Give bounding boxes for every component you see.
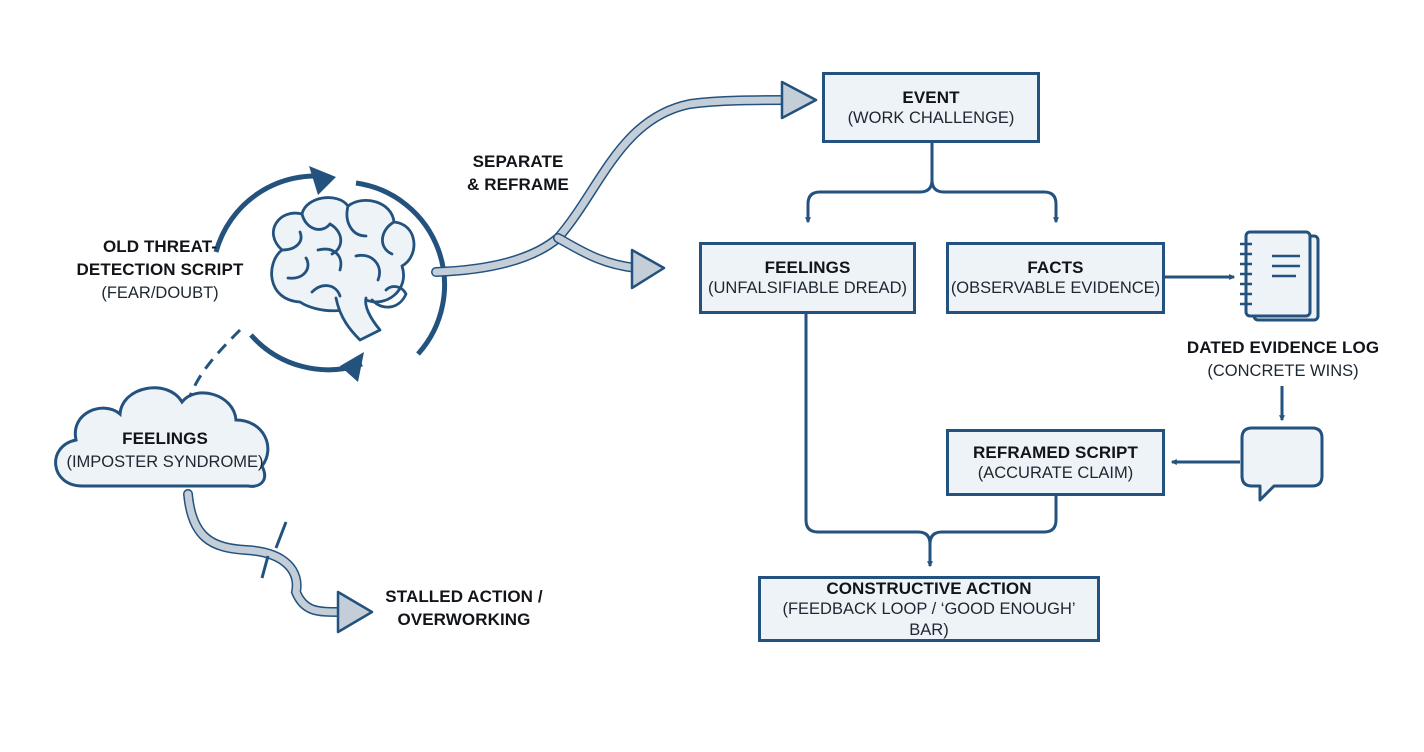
feelings-box-subtitle: (UNFALSIFIABLE DREAD) xyxy=(708,279,907,298)
feelings-cloud-label: FEELINGS (IMPOSTER SYNDROME) xyxy=(52,428,278,473)
event-subtitle: (WORK CHALLENGE) xyxy=(847,108,1015,127)
reframed-script-subtitle: (ACCURATE CLAIM) xyxy=(977,463,1134,482)
reframed-script-box: REFRAMED SCRIPT (ACCURATE CLAIM) xyxy=(946,429,1165,496)
merge-connector xyxy=(804,314,1058,568)
notebook-icon xyxy=(1240,230,1320,322)
cycle-arrows-icon xyxy=(213,166,448,382)
separate-line2: & REFRAME xyxy=(467,174,569,194)
cloud-icon xyxy=(54,386,270,488)
facts-box: FACTS (OBSERVABLE EVIDENCE) xyxy=(946,242,1165,314)
stalled-line1: STALLED ACTION / xyxy=(385,587,543,606)
evidence-log-label: DATED EVIDENCE LOG (CONCRETE WINS) xyxy=(1178,337,1388,382)
feelings-cloud-title: FEELINGS xyxy=(122,429,208,448)
facts-subtitle: (OBSERVABLE EVIDENCE) xyxy=(950,279,1161,298)
speech-bubble-icon xyxy=(1240,426,1324,502)
brain-icon xyxy=(270,196,416,342)
old-script-label: OLD THREAT- DETECTION SCRIPT (FEAR/DOUBT… xyxy=(72,236,248,304)
evidence-log-subtitle: (CONCRETE WINS) xyxy=(1207,361,1359,380)
feelings-cloud-subtitle: (IMPOSTER SYNDROME) xyxy=(66,452,264,471)
evidence-log-title: DATED EVIDENCE LOG xyxy=(1186,338,1380,357)
constructive-action-box: CONSTRUCTIVE ACTION (FEEDBACK LOOP / ‘GO… xyxy=(758,576,1100,642)
feelings-box: FEELINGS (UNFALSIFIABLE DREAD) xyxy=(699,242,916,314)
facts-title: FACTS xyxy=(1027,258,1084,278)
stalled-line2: OVERWORKING xyxy=(397,609,531,629)
event-split-connector xyxy=(805,142,1059,224)
old-script-subtitle: (FEAR/DOUBT) xyxy=(101,283,219,302)
constructive-action-subtitle: (FEEDBACK LOOP / ‘GOOD ENOUGH’ BAR) xyxy=(782,600,1076,639)
event-title: EVENT xyxy=(902,87,960,107)
separate-reframe-arrow xyxy=(431,80,818,290)
separate-reframe-label: SEPARATE & REFRAME xyxy=(462,151,574,197)
old-script-line1: OLD THREAT- xyxy=(102,237,218,256)
event-box: EVENT (WORK CHALLENGE) xyxy=(822,72,1040,143)
reframed-script-title: REFRAMED SCRIPT xyxy=(973,442,1138,462)
old-script-line2: DETECTION SCRIPT xyxy=(76,259,244,279)
stalled-action-label: STALLED ACTION / OVERWORKING xyxy=(378,586,550,632)
feelings-box-title: FEELINGS xyxy=(764,258,851,278)
stalled-arrow xyxy=(183,489,374,634)
separate-line1: SEPARATE xyxy=(472,152,564,171)
constructive-action-title: CONSTRUCTIVE ACTION xyxy=(826,578,1032,598)
